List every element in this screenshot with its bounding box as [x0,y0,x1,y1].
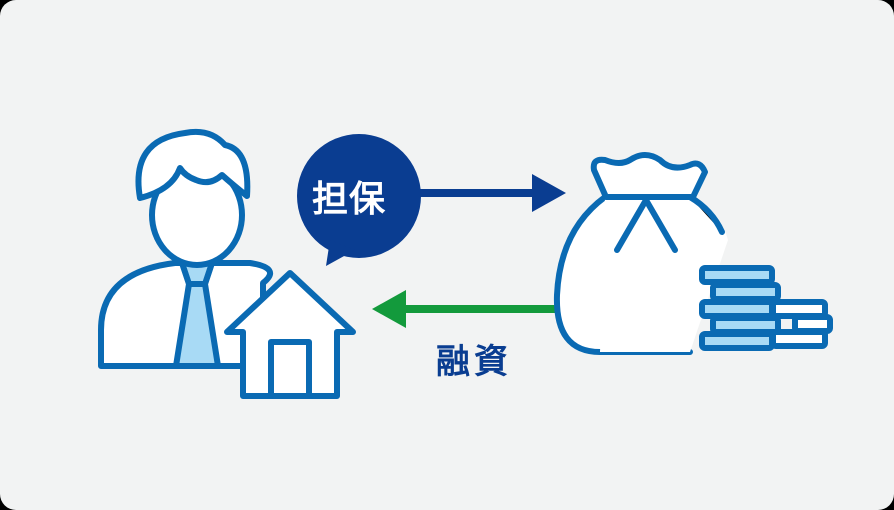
collateral-arrow [418,174,566,212]
collateral-label: 担保 [312,179,387,220]
coin-stack-icon [699,265,833,351]
money-bag-icon [553,152,728,355]
financing-label: 融資 [436,342,512,382]
businessman-icon [98,128,273,369]
house-icon [224,270,356,399]
financing-arrow [372,290,565,328]
speech-bubble [297,134,421,266]
